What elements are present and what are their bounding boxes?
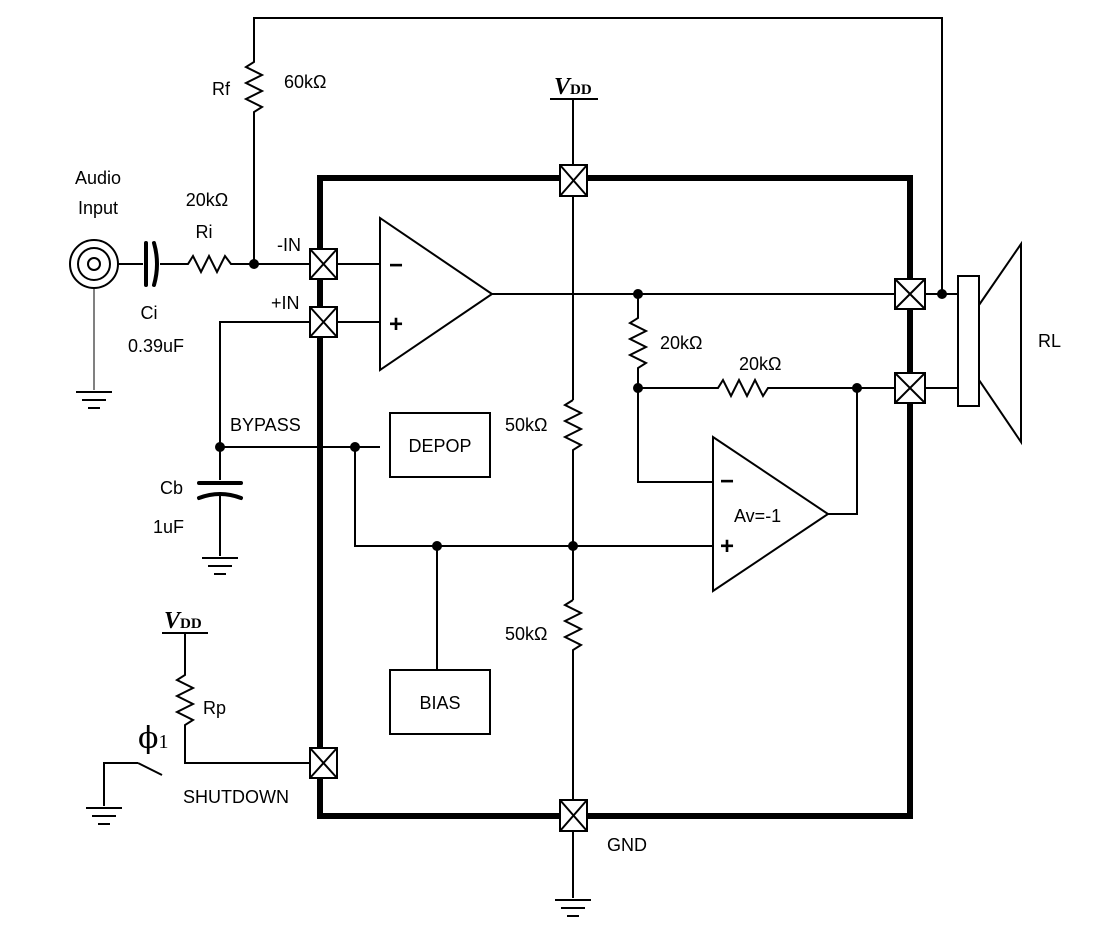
rp-name-label: Rp xyxy=(203,698,226,718)
rf-value-label: 60kΩ xyxy=(284,72,326,92)
pad-pos-in xyxy=(309,306,338,338)
pad-out-pos xyxy=(894,278,926,310)
pad-neg-in xyxy=(309,248,338,280)
cb-name-label: Cb xyxy=(160,478,183,498)
switch-phi-label: ϕ1 xyxy=(138,721,168,756)
cb-value-label: 1uF xyxy=(153,517,184,537)
vdd-main-label: VDD xyxy=(554,74,592,100)
pad-gnd xyxy=(559,799,588,832)
ri-name-label: Ri xyxy=(196,222,213,242)
feedback-wire xyxy=(253,17,943,295)
pad-vdd xyxy=(559,164,588,197)
depop-block xyxy=(389,412,491,478)
speaker-icon xyxy=(957,240,1022,446)
inverter-minus-sign: − xyxy=(720,468,734,495)
bias-line-wire xyxy=(354,447,713,547)
gnd-ground-icon xyxy=(555,899,591,917)
rf-resistor xyxy=(243,55,265,264)
ci-value-label: 0.39uF xyxy=(128,336,184,356)
junction-neg-in xyxy=(249,259,259,269)
bypass-label: BYPASS xyxy=(230,415,301,435)
fb-horizontal-value-label: 20kΩ xyxy=(739,354,781,374)
main-opamp-minus-sign: − xyxy=(389,252,403,279)
ic-package-outline xyxy=(317,175,913,819)
audio-input-label-line2: Input xyxy=(78,198,118,218)
main-opamp xyxy=(379,216,494,372)
bias-label: BIAS xyxy=(419,693,460,713)
neg-in-label: -IN xyxy=(277,235,301,255)
divider-top-value-label: 50kΩ xyxy=(505,415,547,435)
inverter-output-wire xyxy=(828,388,858,515)
fb-vertical-value-label: 20kΩ xyxy=(660,333,702,353)
switch-ground-icon xyxy=(86,807,122,825)
ci-name-label: Ci xyxy=(141,303,158,323)
fb-vertical-resistor xyxy=(627,294,713,483)
depop-label: DEPOP xyxy=(408,436,471,456)
jack-ground-icon xyxy=(76,391,112,409)
pos-in-label: +IN xyxy=(271,293,300,313)
inverter-opamp xyxy=(712,435,830,593)
divider-top-resistor xyxy=(562,399,584,600)
rl-label: RL xyxy=(1038,331,1061,351)
divider-bottom-resistor xyxy=(562,599,584,800)
junction-output-feedback xyxy=(937,289,947,299)
audio-input-label-line1: Audio xyxy=(75,168,121,188)
cb-ground-icon xyxy=(202,557,238,575)
shutdown-switch xyxy=(103,762,163,806)
cb-capacitor xyxy=(197,481,243,500)
ri-value-label: 20kΩ xyxy=(186,190,228,210)
shutdown-label: SHUTDOWN xyxy=(183,787,289,807)
junction-bias xyxy=(432,541,442,551)
inverter-gain-label: Av=-1 xyxy=(734,506,781,526)
main-opamp-plus-sign: + xyxy=(389,311,403,338)
pos-in-wire xyxy=(219,321,380,448)
inverter-plus-sign: + xyxy=(720,533,734,560)
fb-horizontal-resistor xyxy=(638,377,895,399)
bias-block xyxy=(389,669,491,735)
gnd-label: GND xyxy=(607,835,647,855)
rf-name-label: Rf xyxy=(212,79,231,99)
ri-resistor xyxy=(182,253,236,275)
ci-capacitor xyxy=(144,241,159,287)
audio-input-jack xyxy=(69,239,119,289)
divider-bottom-value-label: 50kΩ xyxy=(505,624,547,644)
junction-divider-mid xyxy=(568,541,578,551)
pad-out-neg xyxy=(894,372,926,404)
pad-shutdown xyxy=(309,747,338,779)
vdd-pullup-label: VDD xyxy=(164,608,202,634)
rp-resistor xyxy=(174,633,310,764)
